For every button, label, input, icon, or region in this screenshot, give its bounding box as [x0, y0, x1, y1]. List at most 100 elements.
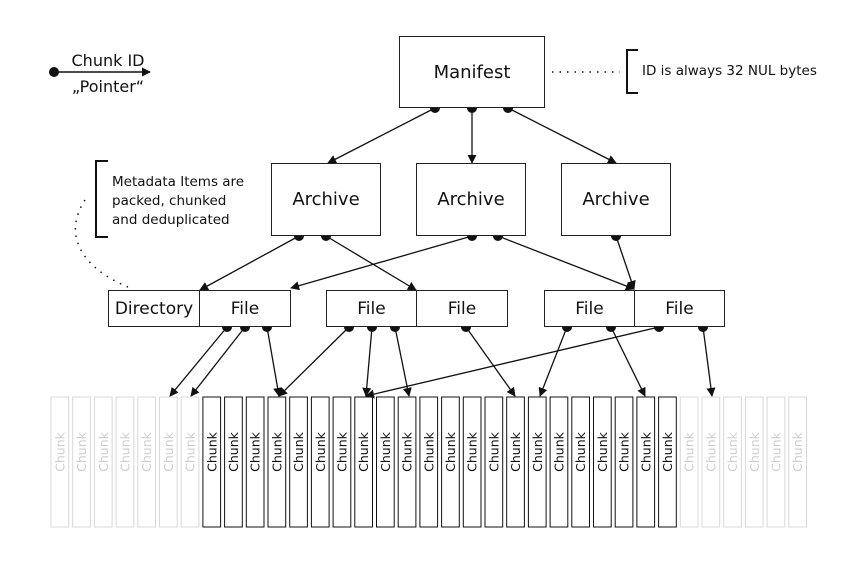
pointer-edge	[199, 235, 300, 291]
chunk-label: Chunk	[248, 431, 263, 471]
chunk-column: Chunk	[50, 396, 70, 528]
chunk-column: Chunk	[159, 396, 178, 528]
chunk-label: Chunk	[660, 431, 675, 471]
chunk-label: Chunk	[768, 431, 783, 471]
chunk-label: Chunk	[161, 431, 176, 471]
chunk-column: Chunk	[484, 396, 504, 528]
chunk-column: Chunk	[462, 396, 482, 528]
pointer-edge	[327, 107, 436, 164]
pointer-edge	[497, 235, 635, 291]
chunk-column: Chunk	[527, 396, 547, 528]
pointer-edge	[394, 326, 412, 397]
chunk-column: Chunk	[441, 396, 460, 528]
chunk-label: Chunk	[465, 431, 480, 471]
chunk-column: Chunk	[701, 396, 721, 528]
pointer-edge	[615, 235, 636, 290]
chunk-label: Chunk	[595, 431, 610, 471]
chunk-label: Chunk	[638, 431, 653, 471]
directory-item: Directory	[108, 290, 200, 327]
chunk-column: Chunk	[245, 396, 265, 528]
chunk-label: Chunk	[486, 431, 501, 471]
chunk-label: Chunk	[183, 431, 198, 471]
chunk-column: Chunk	[310, 396, 330, 528]
chunk-label: Chunk	[508, 431, 523, 471]
archive-box-3: Archive	[561, 163, 671, 236]
chunk-label: Chunk	[703, 431, 718, 471]
file-item-4: File	[544, 290, 635, 327]
metadata-note-connector	[74, 160, 129, 288]
chunk-label: Chunk	[139, 431, 154, 471]
chunk-label: Chunk	[530, 431, 545, 471]
chunk-column: Chunk	[549, 396, 569, 528]
chunk-label: Chunk	[356, 431, 371, 471]
chunk-label: Chunk	[378, 431, 393, 471]
file-item-5: File	[634, 290, 725, 327]
legend-chunk-id-label: Chunk ID	[71, 51, 145, 70]
pointer-edge	[325, 235, 417, 291]
pointer-edge	[278, 326, 350, 397]
chunk-label: Chunk	[682, 431, 697, 471]
chunk-label: Chunk	[52, 431, 67, 471]
chunk-label: Chunk	[725, 431, 740, 471]
chunk-column: Chunk	[115, 396, 135, 528]
chunk-column: Chunk	[679, 396, 699, 528]
chunk-label: Chunk	[313, 431, 328, 471]
metadata-note-line-2: packed, chunked	[112, 193, 227, 209]
chunk-column: Chunk	[289, 396, 308, 528]
chunk-label: Chunk	[790, 431, 805, 471]
chunk-label: Chunk	[573, 431, 588, 471]
file-item-2: File	[326, 290, 417, 327]
pointer-edge	[290, 235, 473, 291]
chunk-label: Chunk	[334, 431, 349, 471]
pointer-edge	[507, 107, 617, 164]
chunk-column: Chunk	[766, 396, 786, 528]
pointer-edge	[465, 326, 516, 397]
chunk-label: Chunk	[551, 431, 566, 471]
legend-pointer-arrow	[49, 67, 151, 77]
chunk-column: Chunk	[723, 396, 742, 528]
chunk-column: Chunk	[506, 396, 525, 528]
pointer-edge	[190, 326, 246, 397]
chunk-column: Chunk	[137, 396, 157, 528]
chunk-column: Chunk	[332, 396, 352, 528]
chunk-label: Chunk	[226, 431, 241, 471]
chunk-column: Chunk	[593, 396, 612, 528]
chunk-column: Chunk	[354, 396, 373, 528]
chunk-column: Chunk	[614, 396, 634, 528]
chunk-store: Chunk Chunk Chunk Chunk Chunk Chunk Chunk Chunk…	[50, 396, 807, 528]
manifest-id-note: ID is always 32 NUL bytes	[642, 63, 817, 79]
pointer-edge	[365, 326, 660, 399]
archive-box-1: Archive	[271, 163, 381, 236]
chunk-column: Chunk	[744, 396, 764, 528]
pointer-edge	[169, 326, 228, 397]
chunk-label: Chunk	[117, 431, 132, 471]
chunk-label: Chunk	[269, 431, 284, 471]
chunk-column: Chunk	[93, 396, 113, 528]
chunk-label: Chunk	[74, 431, 89, 471]
pointer-edge	[610, 326, 646, 397]
legend-pointer-label: „Pointer“	[71, 77, 145, 96]
chunk-label: Chunk	[443, 431, 458, 471]
manifest-box: Manifest	[399, 36, 545, 108]
manifest-note-connector	[552, 49, 638, 94]
chunk-column: Chunk	[180, 396, 200, 528]
metadata-note-line-1: Metadata Items are	[112, 174, 245, 190]
chunk-label: Chunk	[204, 431, 219, 471]
pointer-edge	[362, 326, 373, 397]
chunk-label: Chunk	[96, 431, 111, 471]
archive-box-2: Archive	[416, 163, 526, 236]
metadata-note-line-3: and deduplicated	[112, 212, 230, 228]
chunk-column: Chunk	[267, 396, 287, 528]
chunk-column: Chunk	[397, 396, 417, 528]
chunk-column: Chunk	[419, 396, 439, 528]
chunk-label: Chunk	[400, 431, 415, 471]
file-item-3: File	[416, 290, 508, 327]
chunk-column: Chunk	[72, 396, 91, 528]
pointer-edge	[702, 326, 716, 397]
chunk-label: Chunk	[421, 431, 436, 471]
chunk-column: Chunk	[571, 396, 590, 528]
chunk-column: Chunk	[224, 396, 243, 528]
chunk-column: Chunk	[202, 396, 222, 528]
